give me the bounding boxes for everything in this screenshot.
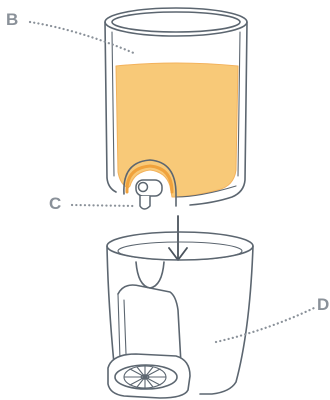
dispenser-jar — [105, 8, 247, 206]
tap-knob — [139, 183, 148, 192]
drip-tray-grate — [124, 366, 166, 388]
liquid-fill — [116, 63, 238, 197]
base-recess-inner — [124, 300, 126, 354]
jar-inner-left — [112, 32, 114, 176]
callout-label-c: C — [49, 195, 61, 212]
jar-inner-right — [238, 32, 240, 176]
base-wall-left — [107, 246, 114, 364]
base-recess-left — [118, 294, 120, 360]
callout-label-d: D — [317, 296, 329, 313]
insert-arrow — [169, 216, 187, 260]
jar-rim-inner — [112, 12, 240, 32]
base-wall-right — [200, 246, 253, 394]
spout-tap — [136, 180, 162, 209]
base-notch — [136, 262, 164, 288]
callout-label-b: B — [6, 11, 18, 28]
leader-line-d — [216, 308, 314, 342]
leader-line-c — [72, 205, 134, 206]
tap-nozzle — [140, 196, 150, 209]
